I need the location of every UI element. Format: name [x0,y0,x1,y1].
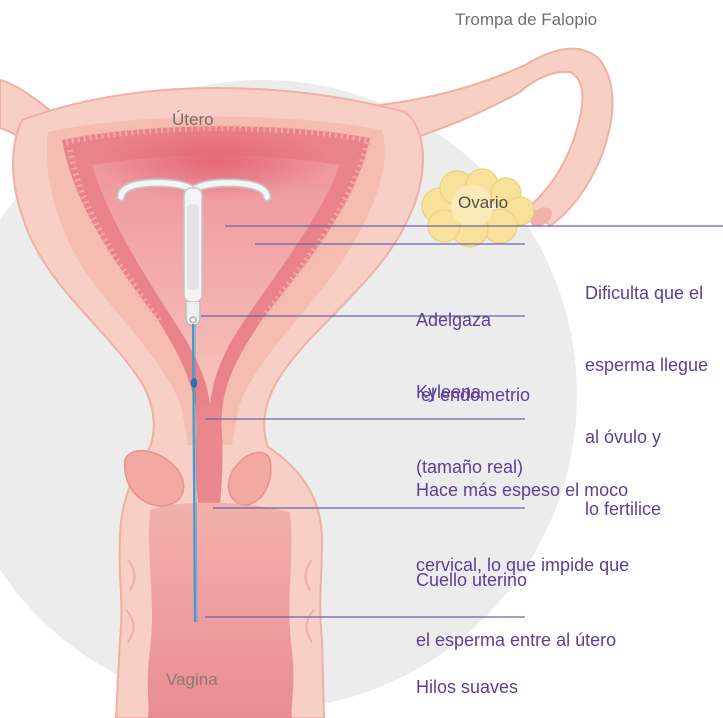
callout-line: Cuello uterino [416,568,527,593]
callout-line: Kyleena [416,380,523,405]
callout-threads: Hilos suaves [416,625,518,718]
callout-line: Dificulta que el [585,281,708,305]
callout-line: esperma llegue [585,353,708,377]
label-uterus: Útero [172,109,214,131]
iud-silver-ring [191,378,197,388]
label-fallopian-tube: Trompa de Falopio [455,9,597,31]
label-vagina: Vagina [166,669,218,691]
label-ovary: Ovario [458,192,508,214]
iud-reservoir [187,204,199,290]
callout-line: Hilos suaves [416,675,518,700]
cervical-canal [196,405,223,505]
callout-line: Hace más espeso el moco [416,478,629,503]
iud-tip [186,302,200,326]
